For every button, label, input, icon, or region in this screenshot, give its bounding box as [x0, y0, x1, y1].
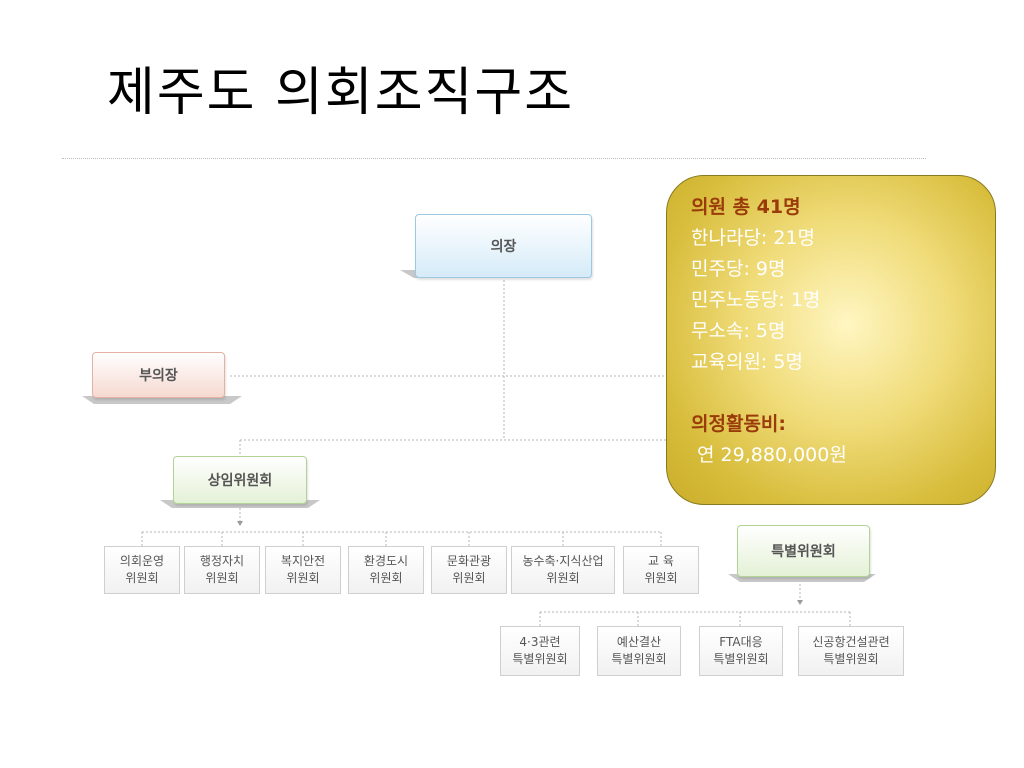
activity-cost-value: 연 29,880,000원 [691, 444, 847, 466]
activity-cost-label: 의정활동비: [691, 413, 786, 435]
party-count: 민주노동당: 1명 [691, 289, 821, 311]
party-count: 무소속: 5명 [691, 320, 786, 342]
party-count: 교육의원: 5명 [691, 351, 803, 373]
vice-chairman-box: 부의장 [92, 352, 225, 398]
standing-sub-committee: 복지안전 위원회 [265, 546, 341, 594]
standing-sub-committee: 행정자치 위원회 [184, 546, 260, 594]
standing-sub-committee: 환경도시 위원회 [348, 546, 424, 594]
total-members: 의원 총 41명 [691, 196, 801, 218]
party-count: 한나라당: 21명 [691, 227, 816, 249]
standing-sub-committee: 의회운영 위원회 [104, 546, 180, 594]
standing-committee-box: 상임위원회 [173, 456, 307, 504]
special-sub-committee: FTA대응 특별위원회 [699, 626, 783, 676]
standing-sub-committee: 문화관광 위원회 [431, 546, 507, 594]
special-committee-box-shadow [728, 574, 876, 582]
party-count: 민주당: 9명 [691, 258, 786, 280]
special-sub-committee: 4·3관련 특별위원회 [500, 626, 580, 676]
council-info-callout: 의원 총 41명 한나라당: 21명 민주당: 9명 민주노동당: 1명 무소속… [666, 175, 996, 505]
special-sub-committee: 신공항건설관련 특별위원회 [798, 626, 904, 676]
chairman-box: 의장 [415, 214, 592, 278]
page-title: 제주도 의회조직구조 [107, 63, 575, 123]
special-sub-committee: 예산결산 특별위원회 [597, 626, 681, 676]
title-divider [62, 158, 926, 159]
standing-sub-committee: 농수축·지식산업 위원회 [511, 546, 615, 594]
special-committee-box: 특별위원회 [737, 525, 870, 577]
vice-chairman-box-shadow [82, 396, 242, 404]
standing-committee-box-shadow [160, 500, 320, 508]
standing-sub-committee: 교 육 위원회 [623, 546, 699, 594]
